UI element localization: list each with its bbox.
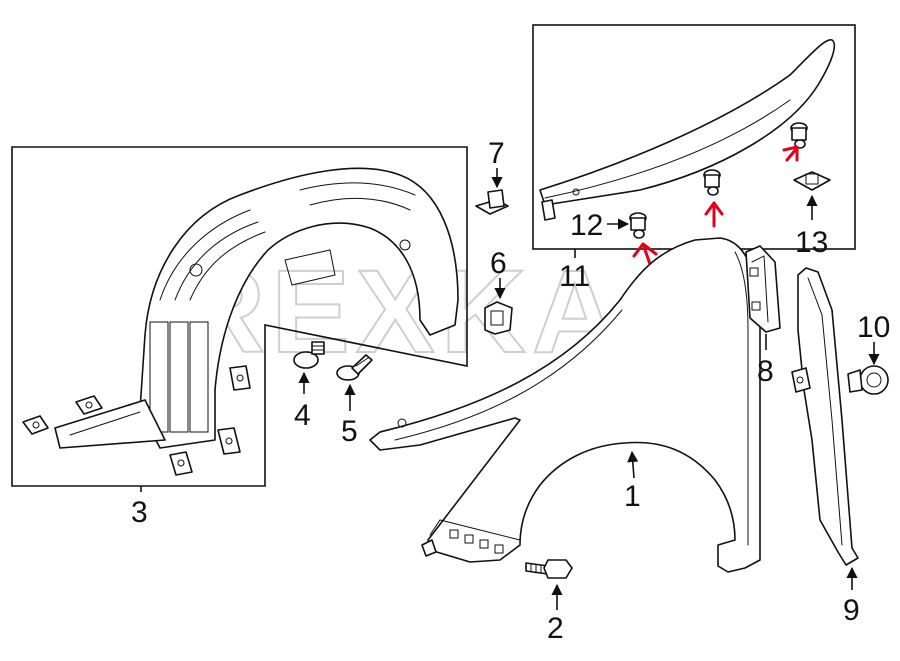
red-arrow-c (782, 145, 799, 162)
liner-group-box (11, 146, 468, 487)
callout-11: 11 (559, 260, 590, 293)
callout-8: 8 (757, 355, 774, 388)
part-10-clip (847, 365, 889, 395)
callout-5: 5 (341, 415, 358, 448)
callout-3: 3 (131, 496, 148, 529)
callout-1: 1 (624, 480, 641, 513)
part-12-clip-a (629, 212, 647, 239)
callout-10: 10 (857, 311, 890, 344)
callout-6: 6 (490, 247, 507, 280)
part-1-fender (369, 237, 761, 573)
callout-9: 9 (843, 594, 860, 627)
part-12-clip-b (703, 169, 721, 196)
part-9-garnish (791, 267, 859, 566)
leader-1 (627, 450, 639, 479)
part-6-nut (484, 301, 513, 335)
callout-12: 12 (570, 209, 603, 242)
callout-7: 7 (488, 137, 505, 170)
red-arrow-b (704, 201, 724, 228)
fender-liner (54, 167, 459, 449)
part-7-clip (475, 189, 509, 215)
part-8-seal (745, 245, 781, 333)
callout-4: 4 (294, 399, 311, 432)
part-12-clip-c (790, 122, 808, 149)
part-5-rivet (336, 354, 373, 381)
callout-2: 2 (547, 612, 564, 645)
part-4-screw (293, 341, 325, 369)
part-13-clip (793, 171, 831, 191)
fender-molding (539, 39, 836, 221)
callout-13: 13 (795, 226, 828, 259)
liner-clips (22, 365, 251, 476)
part-2-bolt (525, 559, 573, 579)
